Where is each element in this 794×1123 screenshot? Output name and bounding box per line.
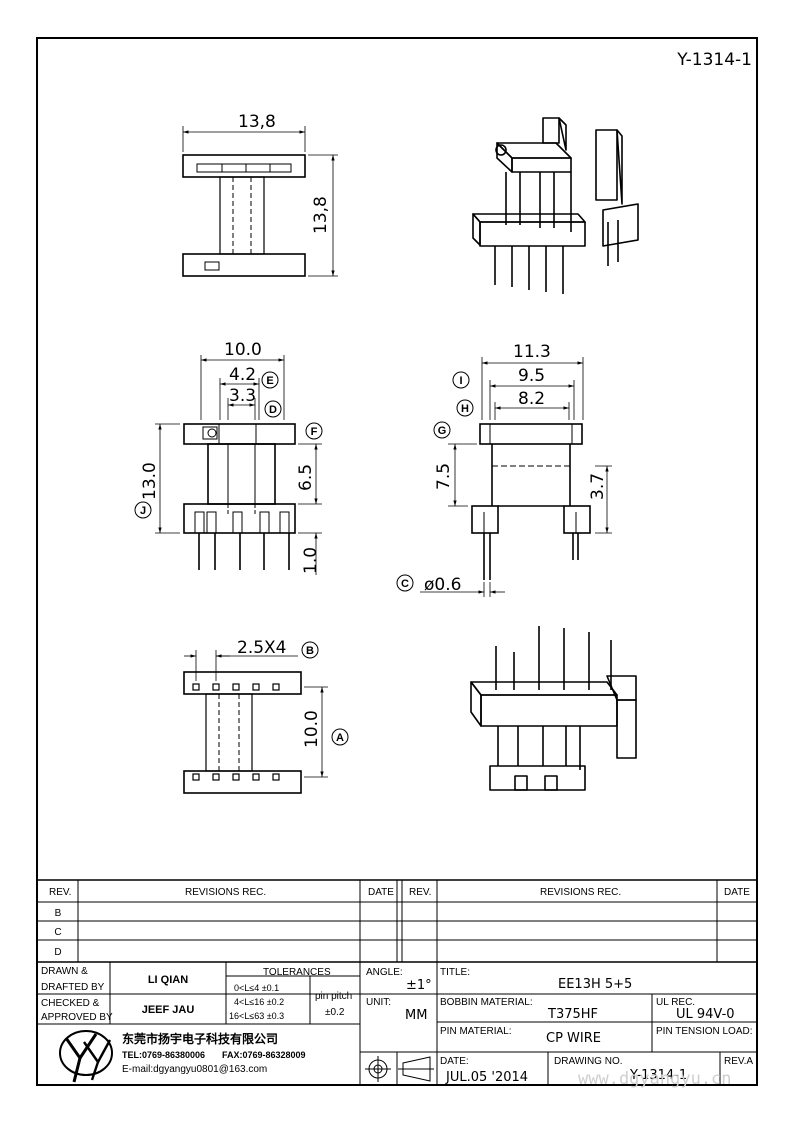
- balloon-f-label: F: [311, 426, 318, 438]
- dim-front-height: 13.0: [140, 462, 160, 500]
- title-value: EE13H 5+5: [558, 977, 632, 992]
- balloon-c: [396, 574, 414, 592]
- tolerance-3: 16<L≤63 ±0.3: [229, 1011, 284, 1021]
- balloon-d: [264, 400, 282, 418]
- balloon-d-label: D: [269, 404, 277, 416]
- pin-material-label: PIN MATERIAL:: [440, 1026, 512, 1037]
- dim-row-spacing: 10.0: [302, 710, 322, 748]
- balloon-j: [134, 501, 152, 519]
- date-value: JUL.05 '2014: [445, 1070, 528, 1085]
- unit-label: UNIT:: [366, 997, 391, 1008]
- date-header-left: DATE: [368, 887, 394, 898]
- pin-holes: [192, 683, 280, 781]
- dim-top-width: 13,8: [238, 112, 276, 132]
- balloon-b: [301, 641, 319, 659]
- checked-by: JEEF JAU: [142, 1004, 195, 1016]
- front-view: [155, 355, 322, 575]
- balloon-a-label: A: [336, 732, 344, 744]
- balloon-h: [456, 399, 474, 417]
- dim-side-inner: 9.5: [518, 366, 545, 386]
- balloon-j-label: J: [140, 505, 146, 517]
- drawing-no-value: Y-1314-1: [629, 1068, 687, 1083]
- dim-top-height: 13,8: [311, 196, 331, 234]
- balloon-i-label: I: [459, 375, 462, 387]
- dim-front-window: 6.5: [296, 464, 316, 491]
- company-tel: TEL:0769-86380006: [122, 1050, 205, 1060]
- company-logo: [59, 1030, 113, 1083]
- side-view: [420, 357, 612, 597]
- balloon-c-label: C: [401, 578, 409, 590]
- tolerances-label: TOLERANCES: [263, 967, 331, 978]
- title-block-grid: [37, 962, 757, 1085]
- watermark: www.dgyangyu.cn: [578, 1069, 732, 1089]
- bobbin-material-value: T375HF: [547, 1007, 598, 1022]
- pin-pitch-label: pin pitch: [315, 991, 352, 1002]
- angle-value: ±1°: [406, 978, 432, 993]
- drawing-id: Y-1314-1: [676, 50, 752, 70]
- revision-table: [37, 879, 757, 963]
- bottom-dims: [184, 650, 328, 778]
- date-header-right: DATE: [724, 887, 750, 898]
- dim-pin-pitch: 2.5X4: [237, 638, 287, 658]
- rev-header-left: REV.: [49, 887, 71, 898]
- drawn-label: DRAWN &: [41, 966, 88, 977]
- balloon-b-label: B: [306, 645, 314, 657]
- ul-rec-value: UL 94V-0: [676, 1007, 735, 1022]
- projection-symbol: [365, 1056, 434, 1082]
- pin-pitch-tolerance: ±0.2: [325, 1007, 345, 1018]
- balloon-f: [305, 422, 323, 440]
- rev-row-c: C: [54, 927, 61, 938]
- dim-front-inner: 4.2: [229, 365, 256, 385]
- company-email: E-mail:dgyangyu0801@163.com: [122, 1064, 267, 1075]
- company-name: 东莞市扬宇电子科技有限公司: [122, 1031, 278, 1046]
- date-label: DATE:: [440, 1056, 469, 1067]
- top-view: [182, 126, 338, 277]
- dim-side-slot: 8.2: [518, 389, 545, 409]
- drafted-label: DRAFTED BY: [41, 982, 105, 993]
- unit-value: MM: [405, 1008, 427, 1023]
- pin-material-value: CP WIRE: [546, 1031, 601, 1046]
- drawn-by: LI QIAN: [148, 974, 188, 986]
- dim-front-width: 10.0: [224, 340, 262, 360]
- tolerance-2: 4<L≤16 ±0.2: [234, 997, 284, 1007]
- isometric-view-top: [472, 117, 639, 294]
- dim-side-lower: 3.7: [588, 473, 608, 500]
- company-fax: FAX:0769-86328009: [222, 1050, 306, 1060]
- rev-label: REV.A: [724, 1056, 753, 1067]
- bobbin-material-label: BOBBIN MATERIAL:: [440, 997, 533, 1008]
- balloon-e-label: E: [266, 375, 273, 387]
- pin-tension-label: PIN TENSION LOAD:: [656, 1026, 753, 1037]
- isometric-view-bottom: [470, 626, 637, 791]
- dim-pin-stub: 1.0: [301, 547, 321, 574]
- dim-side-height: 7.5: [434, 463, 454, 490]
- balloon-e: [261, 371, 279, 389]
- balloon-i: [452, 371, 470, 389]
- approved-label: APPROVED BY: [41, 1012, 113, 1023]
- rev-header-right: REV.: [409, 887, 431, 898]
- dim-front-slot: 3.3: [229, 386, 256, 406]
- angle-label: ANGLE:: [366, 967, 403, 978]
- dim-pin-diameter: ø0.6: [424, 575, 461, 595]
- rec-header-right: REVISIONS REC.: [540, 887, 621, 898]
- balloon-g-label: G: [438, 425, 447, 437]
- ul-rec-label: UL REC.: [656, 997, 695, 1008]
- balloon-h-label: H: [461, 403, 469, 415]
- drawing-no-label: DRAWING NO.: [554, 1056, 623, 1067]
- checked-label: CHECKED &: [41, 998, 100, 1009]
- balloon-a: [331, 728, 349, 746]
- rev-row-d: D: [54, 947, 61, 958]
- title-label: TITLE:: [440, 967, 470, 978]
- rev-row-b: B: [55, 908, 62, 919]
- tolerance-1: 0<L≤4 ±0.1: [234, 983, 279, 993]
- dim-side-width: 11.3: [513, 342, 551, 362]
- rec-header-left: REVISIONS REC.: [185, 887, 266, 898]
- balloon-g: [433, 421, 451, 439]
- balloon-markers: [134, 371, 474, 746]
- bottom-view: [183, 671, 302, 794]
